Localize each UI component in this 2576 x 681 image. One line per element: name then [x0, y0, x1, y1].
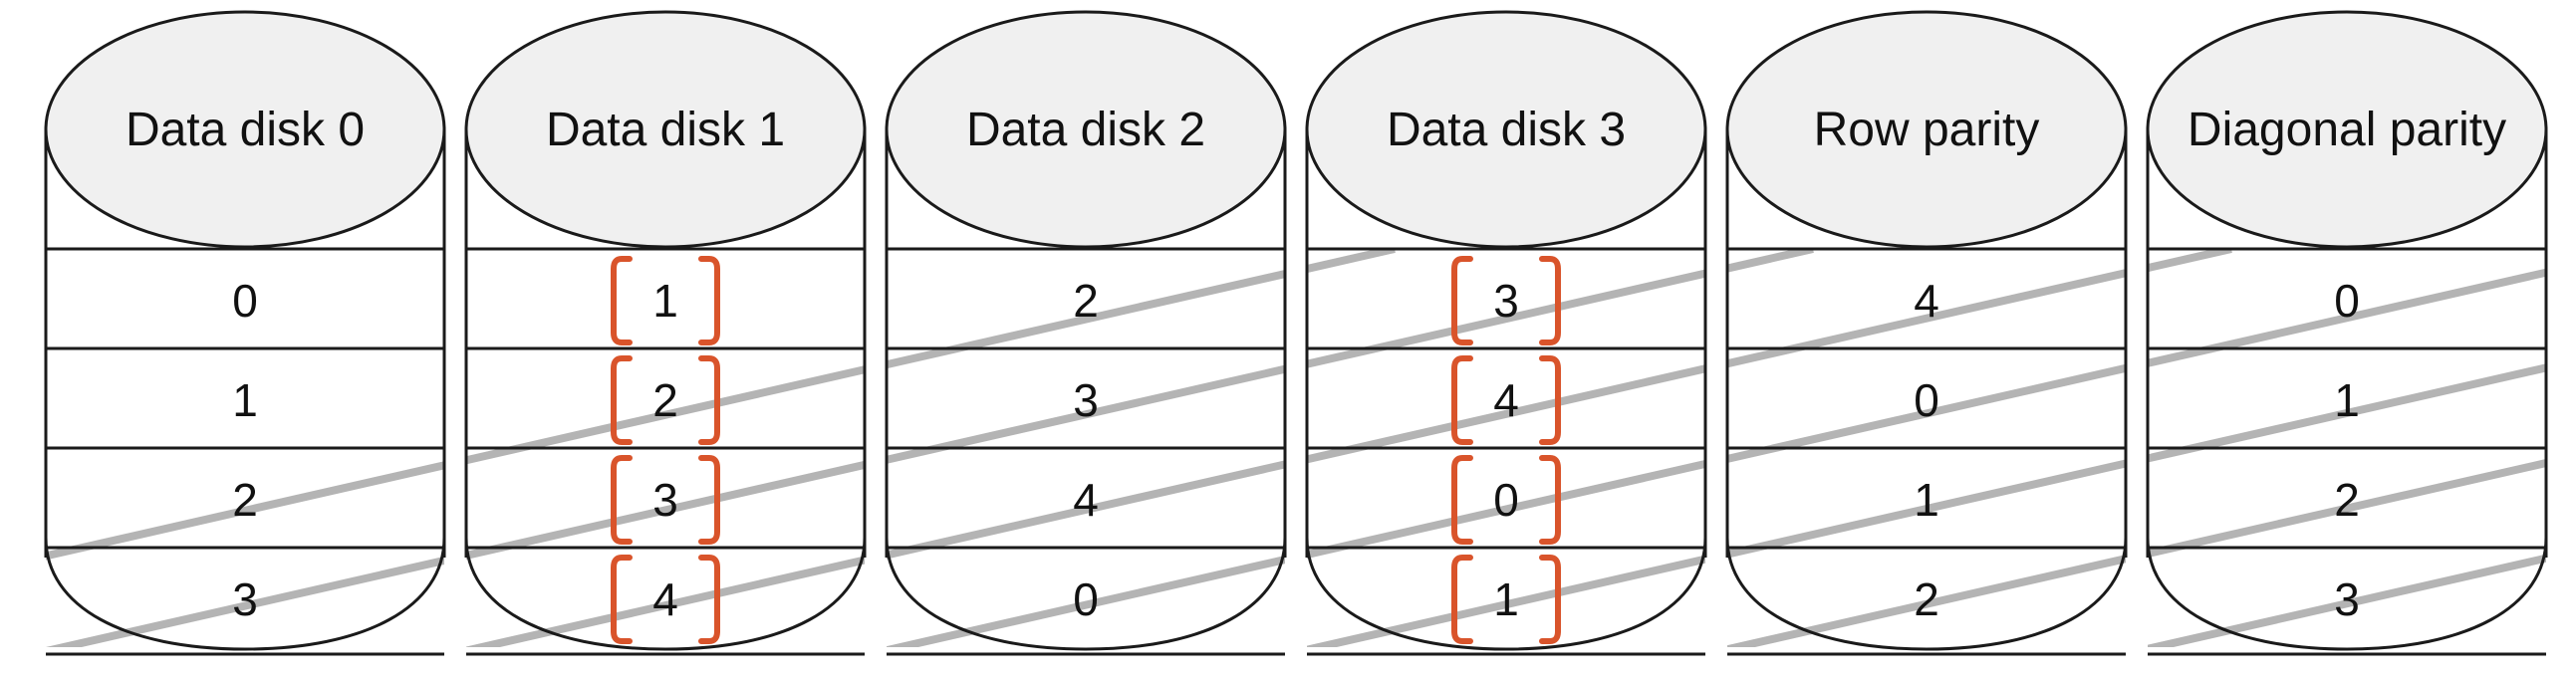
disk: Diagonal parity 0 1 2 3	[2146, 10, 2548, 656]
block-value: 3	[1493, 275, 1519, 327]
block-value: 4	[1493, 374, 1519, 426]
highlight-bracket-right	[1539, 355, 1561, 445]
diagonal-line	[46, 249, 1396, 647]
block-value: 3	[2334, 573, 2360, 625]
diagonal-line	[1274, 249, 2546, 647]
disk-top	[44, 10, 446, 249]
block-value: 0	[1493, 474, 1519, 526]
disk-bottom-curve	[1305, 537, 1707, 651]
disk-bottom-curve	[464, 537, 867, 651]
disk: Data disk 3 3 4 0 1	[1305, 10, 1707, 656]
disk: Row parity 4 0 1 2	[1725, 10, 2128, 656]
diagonal-line	[856, 249, 2546, 647]
diagonal-line	[437, 249, 2232, 647]
disk-label: Diagonal parity	[2188, 104, 2506, 156]
diagonal-parity-lines	[46, 249, 2546, 647]
disk-bottom-curve	[44, 537, 446, 651]
disk-label: Data disk 1	[546, 104, 785, 156]
highlight-bracket-left	[611, 256, 633, 345]
disk-label: Row parity	[1814, 104, 2040, 156]
disk: Data disk 2 2 3 4 0	[885, 10, 1287, 656]
disk-top	[1305, 10, 1707, 249]
disk-top	[2146, 10, 2548, 249]
highlight-bracket-right	[698, 355, 720, 445]
block-value: 3	[1073, 374, 1099, 426]
highlight-bracket-left	[1451, 355, 1473, 445]
block-value: 2	[2334, 474, 2360, 526]
disk: Data disk 0 0 1 2 3	[44, 10, 446, 656]
disk-top	[1725, 10, 2128, 249]
highlight-bracket-left	[611, 555, 633, 644]
diagonal-line	[46, 249, 1814, 647]
disk-label: Data disk 2	[966, 104, 1205, 156]
block-value: 1	[2334, 374, 2360, 426]
diagonal-line	[2111, 249, 2546, 647]
block-value: 1	[232, 374, 258, 426]
highlight-bracket-right	[698, 455, 720, 545]
highlight-bracket-right	[698, 256, 720, 345]
highlight-bracket-right	[1539, 455, 1561, 545]
block-value: 1	[1914, 474, 1939, 526]
block-value: 4	[652, 573, 678, 625]
highlight-bracket-left	[1451, 555, 1473, 644]
disk-top	[885, 10, 1287, 249]
block-value: 2	[652, 374, 678, 426]
block-value: 4	[1073, 474, 1099, 526]
disk-bottom-curve	[885, 537, 1287, 651]
diagonal-line	[2529, 249, 2546, 647]
diagonal-line	[1692, 249, 2546, 647]
highlight-bracket-right	[1539, 256, 1561, 345]
block-value: 1	[652, 275, 678, 327]
block-value: 3	[652, 474, 678, 526]
block-value: 3	[232, 573, 258, 625]
block-value: 2	[1073, 275, 1099, 327]
highlight-bracket-left	[1451, 455, 1473, 545]
highlight-bracket-left	[611, 355, 633, 445]
block-value: 4	[1914, 275, 1939, 327]
block-value: 0	[1914, 374, 1939, 426]
disk-bottom-curve	[2146, 537, 2548, 651]
block-value: 0	[1073, 573, 1099, 625]
highlight-bracket-left	[611, 455, 633, 545]
block-value: 0	[2334, 275, 2360, 327]
block-value: 2	[1914, 573, 1939, 625]
disk-top	[464, 10, 867, 249]
disk-bottom-curve	[1725, 537, 2128, 651]
disk: Data disk 1 1 2 3 4	[464, 10, 867, 656]
block-value: 2	[232, 474, 258, 526]
highlight-bracket-right	[698, 555, 720, 644]
block-value: 0	[232, 275, 258, 327]
disk-label: Data disk 3	[1387, 104, 1626, 156]
highlight-bracket-right	[1539, 555, 1561, 644]
highlight-bracket-left	[1451, 256, 1473, 345]
disk-label: Data disk 0	[126, 104, 365, 156]
block-value: 1	[1493, 573, 1519, 625]
